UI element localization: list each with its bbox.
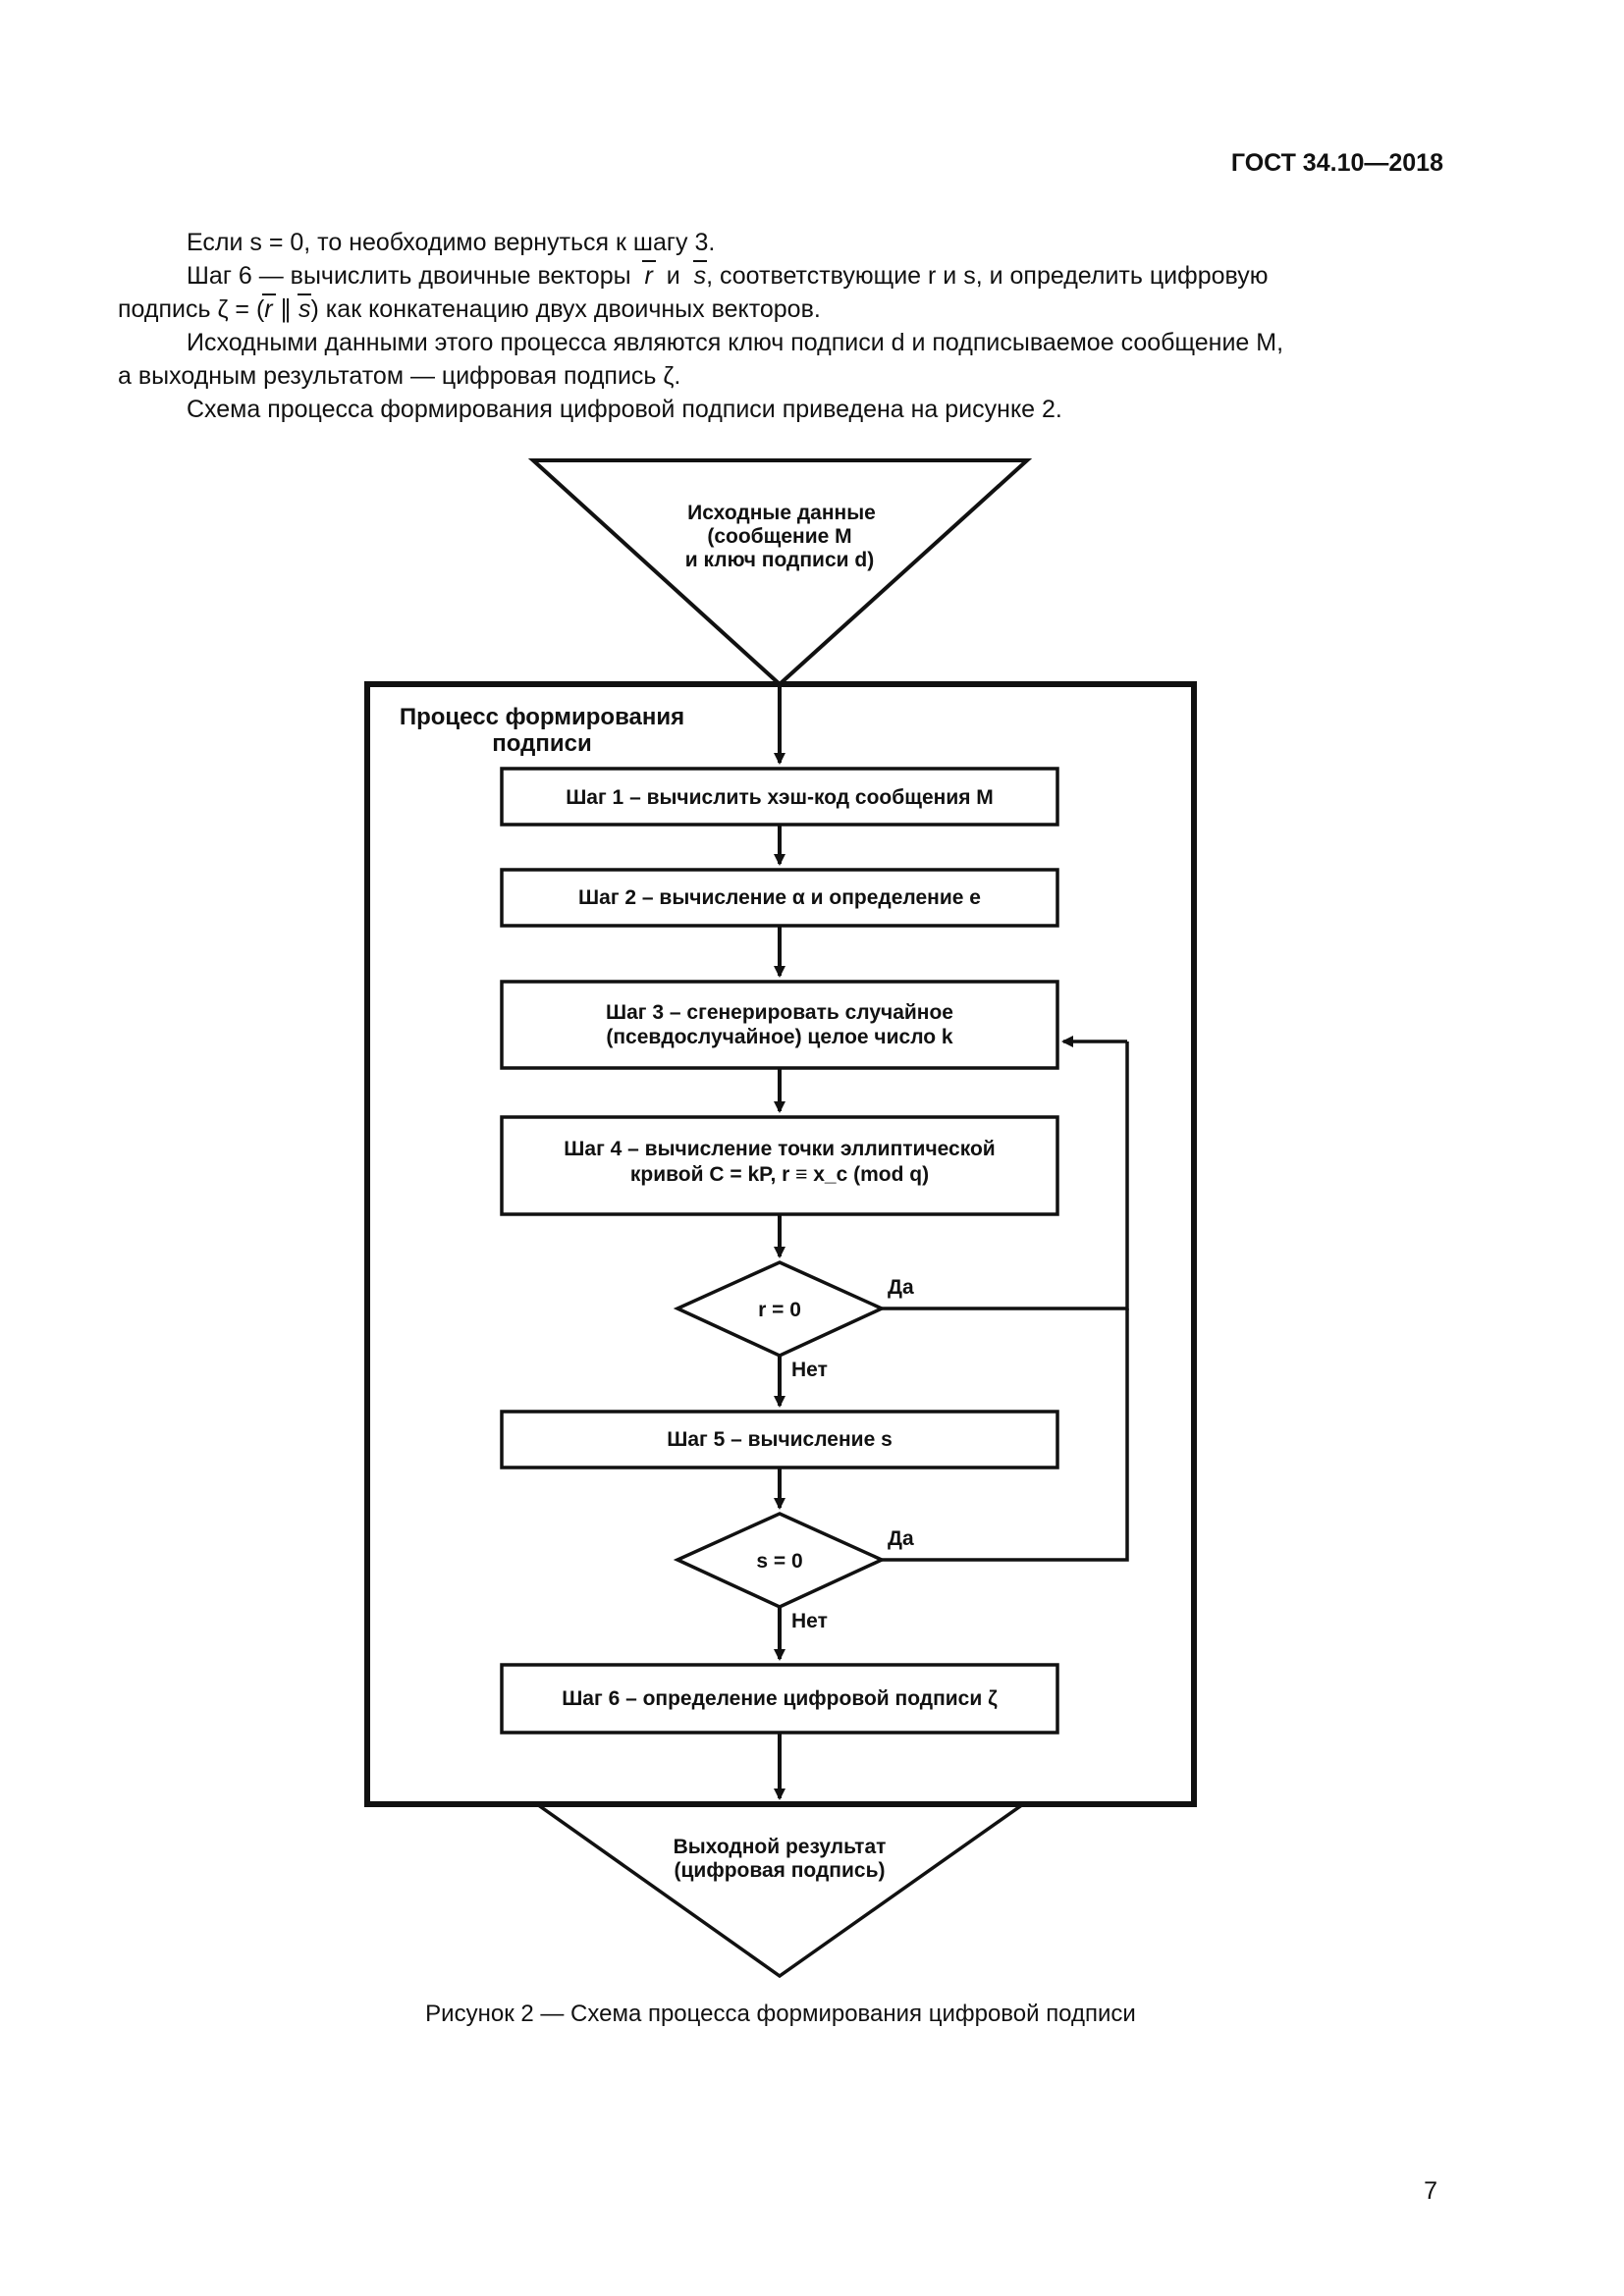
step4-label-line2: кривой C = kP, r ≡ x_c (mod q) (630, 1163, 929, 1186)
paragraph-text: , соответствующие r и s, и определить ци… (706, 262, 1269, 290)
step1-box (500, 767, 1059, 827)
step4-box (500, 1115, 1059, 1216)
decision1-no-label: Нет (791, 1359, 828, 1381)
loop-decision2-yes (882, 1308, 1129, 1562)
step4-label-line1: Шаг 4 – вычисление точки эллиптической (564, 1138, 995, 1160)
paragraph-step6-cont: подпись ζ = (r ∥ s) как конкатенацию дву… (118, 293, 1443, 326)
paragraph-output-data: а выходным результатом — цифровая подпис… (118, 359, 1443, 393)
process-title-line1: Процесс формирования (400, 704, 684, 730)
paragraph-step6: Шаг 6 — вычислить двоичные векторы r и s… (118, 259, 1443, 293)
paragraph-text: подпись ζ = ( (118, 295, 265, 323)
decision1-yes-label: Да (888, 1276, 914, 1299)
paragraph-text: Схема процесса формирования цифровой под… (187, 396, 1062, 423)
step3-label-line2: (псевдослучайное) целое число k (606, 1026, 953, 1048)
decision2-yes-label: Да (888, 1527, 914, 1550)
concat-operator: ∥ (272, 295, 299, 323)
paragraph-text: Шаг 6 — вычислить двоичные векторы (187, 262, 631, 290)
input-label-line3: и ключ подписи d) (685, 549, 874, 571)
step5-box (500, 1410, 1059, 1469)
decision2-label: s = 0 (756, 1550, 802, 1573)
page-number: 7 (1424, 2177, 1437, 2205)
step2-box (500, 868, 1059, 928)
paragraph-text: Исходными данными этого процесса являютс… (187, 329, 1284, 356)
figure-caption: Рисунок 2 — Схема процесса формирования … (425, 2001, 1136, 2027)
step6-label: Шаг 6 – определение цифровой подписи ζ (562, 1687, 998, 1710)
input-triangle (527, 458, 1033, 687)
paragraph-return-step3: Если s = 0, то необходимо вернуться к ша… (118, 226, 1443, 259)
process-title-line2: подписи (492, 730, 591, 757)
vector-r: r (642, 260, 657, 290)
vector-s-concat: s (298, 294, 312, 323)
output-label-line1: Выходной результат (674, 1836, 887, 1858)
conjunction: и (666, 262, 680, 290)
paragraph-figure-ref: Схема процесса формирования цифровой под… (118, 393, 1443, 426)
paragraph-input-data: Исходными данными этого процесса являютс… (118, 326, 1443, 359)
step6-box (500, 1663, 1059, 1735)
output-triangle (531, 1802, 1029, 1979)
vector-r-concat: r (262, 294, 277, 323)
paragraph-text: ) как конкатенацию двух двоичных векторо… (310, 295, 821, 323)
decision1-label: r = 0 (758, 1299, 801, 1321)
input-label-line1: Исходные данные (687, 502, 876, 524)
step1-label: Шаг 1 – вычислить хэш-код сообщения M (566, 786, 994, 809)
standard-header: ГОСТ 34.10—2018 (1230, 149, 1443, 177)
step5-label: Шаг 5 – вычисление s (667, 1428, 893, 1451)
paragraph-text: Если s = 0, то необходимо вернуться к ша… (187, 229, 716, 256)
paragraph-text: а выходным результатом — цифровая подпис… (118, 362, 681, 390)
step2-label: Шаг 2 – вычисление α и определение e (578, 886, 981, 909)
decision2-no-label: Нет (791, 1610, 828, 1632)
step3-label-line1: Шаг 3 – сгенерировать случайное (606, 1001, 953, 1024)
output-label-line2: (цифровая подпись) (675, 1859, 886, 1882)
input-label-line2: (сообщение M (707, 525, 851, 548)
vector-s: s (692, 260, 707, 290)
step3-box (500, 980, 1059, 1070)
